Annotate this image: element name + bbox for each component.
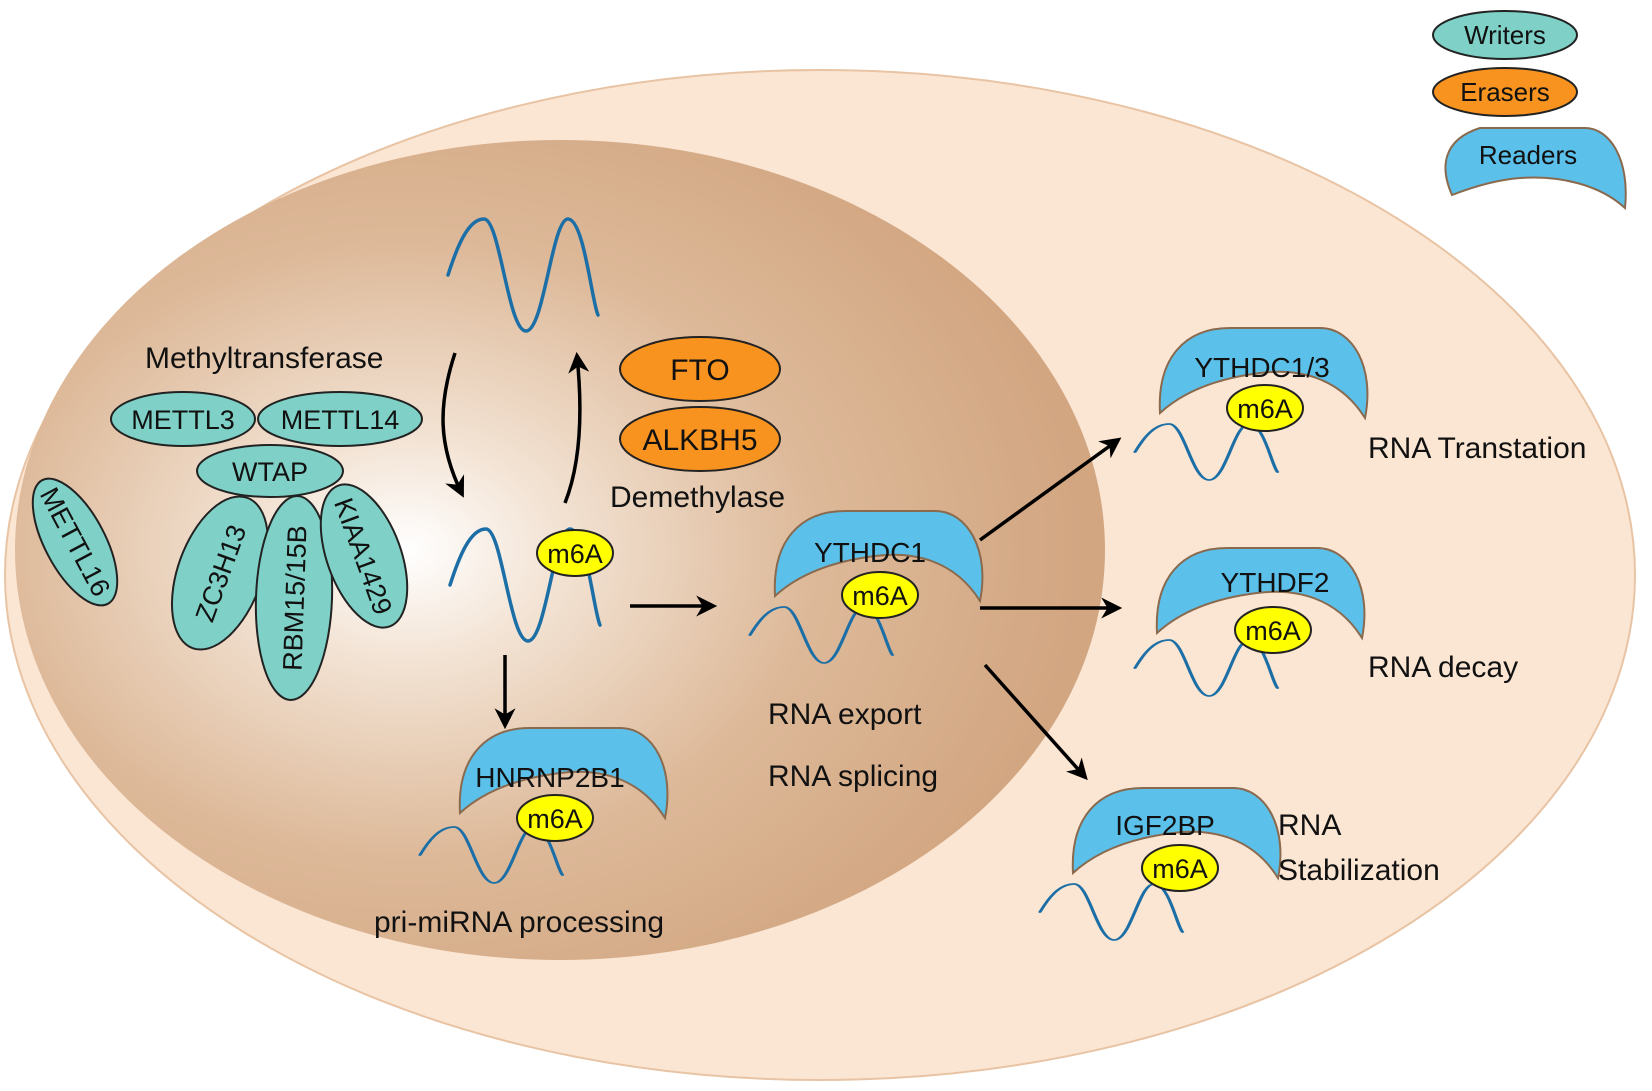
reader-hnrnp2b1-label: HNRNP2B1 xyxy=(475,762,624,793)
function-rna-decay: RNA decay xyxy=(1368,651,1518,684)
function-rna-export: RNA export xyxy=(768,698,922,731)
methylation-arrow xyxy=(441,352,465,498)
m6a-badge-hnrnp2b1: m6A xyxy=(516,794,594,842)
writer-mettl3: METTL3 xyxy=(110,391,256,447)
eraser-alkbh5: ALKBH5 xyxy=(619,406,781,472)
svg-text:m6A: m6A xyxy=(527,804,583,834)
reader-igf2bp-label: IGF2BP xyxy=(1115,810,1215,841)
legend-writers-swatch xyxy=(1432,10,1578,60)
svg-text:WTAP: WTAP xyxy=(232,457,308,487)
svg-text:RBM15/15B: RBM15/15B xyxy=(277,525,312,672)
legend-readers-swatch xyxy=(1444,127,1627,211)
m6a-badge-ythdf2: m6A xyxy=(1234,606,1312,654)
legend: Writers Erasers Readers xyxy=(1432,10,1627,211)
svg-text:ALKBH5: ALKBH5 xyxy=(642,424,757,457)
svg-text:m6A: m6A xyxy=(1245,616,1301,646)
demethylation-arrow xyxy=(563,351,590,504)
function-pri-mirna-processing: pri-miRNA processing xyxy=(374,906,664,939)
svg-text:METTL3: METTL3 xyxy=(131,405,235,435)
eraser-fto: FTO xyxy=(619,336,781,402)
m6a-badge-center: m6A xyxy=(536,529,614,577)
m6a-badge-igf2bp: m6A xyxy=(1141,844,1219,892)
methyltransferase-label: Methyltransferase xyxy=(145,342,383,375)
svg-text:m6A: m6A xyxy=(1237,394,1293,424)
arrow-to-ythdc13 xyxy=(978,437,1122,542)
function-rna-splicing: RNA splicing xyxy=(768,760,938,793)
legend-erasers-label: Erasers xyxy=(1460,77,1550,107)
svg-text:m6A: m6A xyxy=(547,539,603,569)
legend-readers-label: Readers xyxy=(1479,140,1577,170)
m6a-badge-ythdc1: m6A xyxy=(841,571,919,619)
arrow-to-igf2bp xyxy=(983,663,1088,781)
svg-text:m6A: m6A xyxy=(852,581,908,611)
reader-ythdf2-label: YTHDF2 xyxy=(1221,567,1330,598)
writer-mettl14: METTL14 xyxy=(257,391,423,447)
demethylase-label: Demethylase xyxy=(610,481,785,514)
writer-wtap: WTAP xyxy=(196,444,344,498)
function-rna-stabilization-line2: Stabilization xyxy=(1278,854,1440,887)
svg-text:m6A: m6A xyxy=(1152,854,1208,884)
reader-ythdc13-label: YTHDC1/3 xyxy=(1194,352,1329,383)
svg-text:METTL14: METTL14 xyxy=(281,405,400,435)
function-rna-stabilization-line1: RNA xyxy=(1278,809,1341,842)
svg-text:FTO: FTO xyxy=(670,354,729,387)
m6a-badge-ythdc13: m6A xyxy=(1226,384,1304,432)
legend-erasers-swatch xyxy=(1432,67,1578,117)
function-rna-translation: RNA Transtation xyxy=(1368,432,1586,465)
writer-rbm15: RBM15/15B xyxy=(254,495,334,701)
reader-ythdc1-label: YTHDC1 xyxy=(814,537,926,568)
legend-writers-label: Writers xyxy=(1464,20,1546,50)
